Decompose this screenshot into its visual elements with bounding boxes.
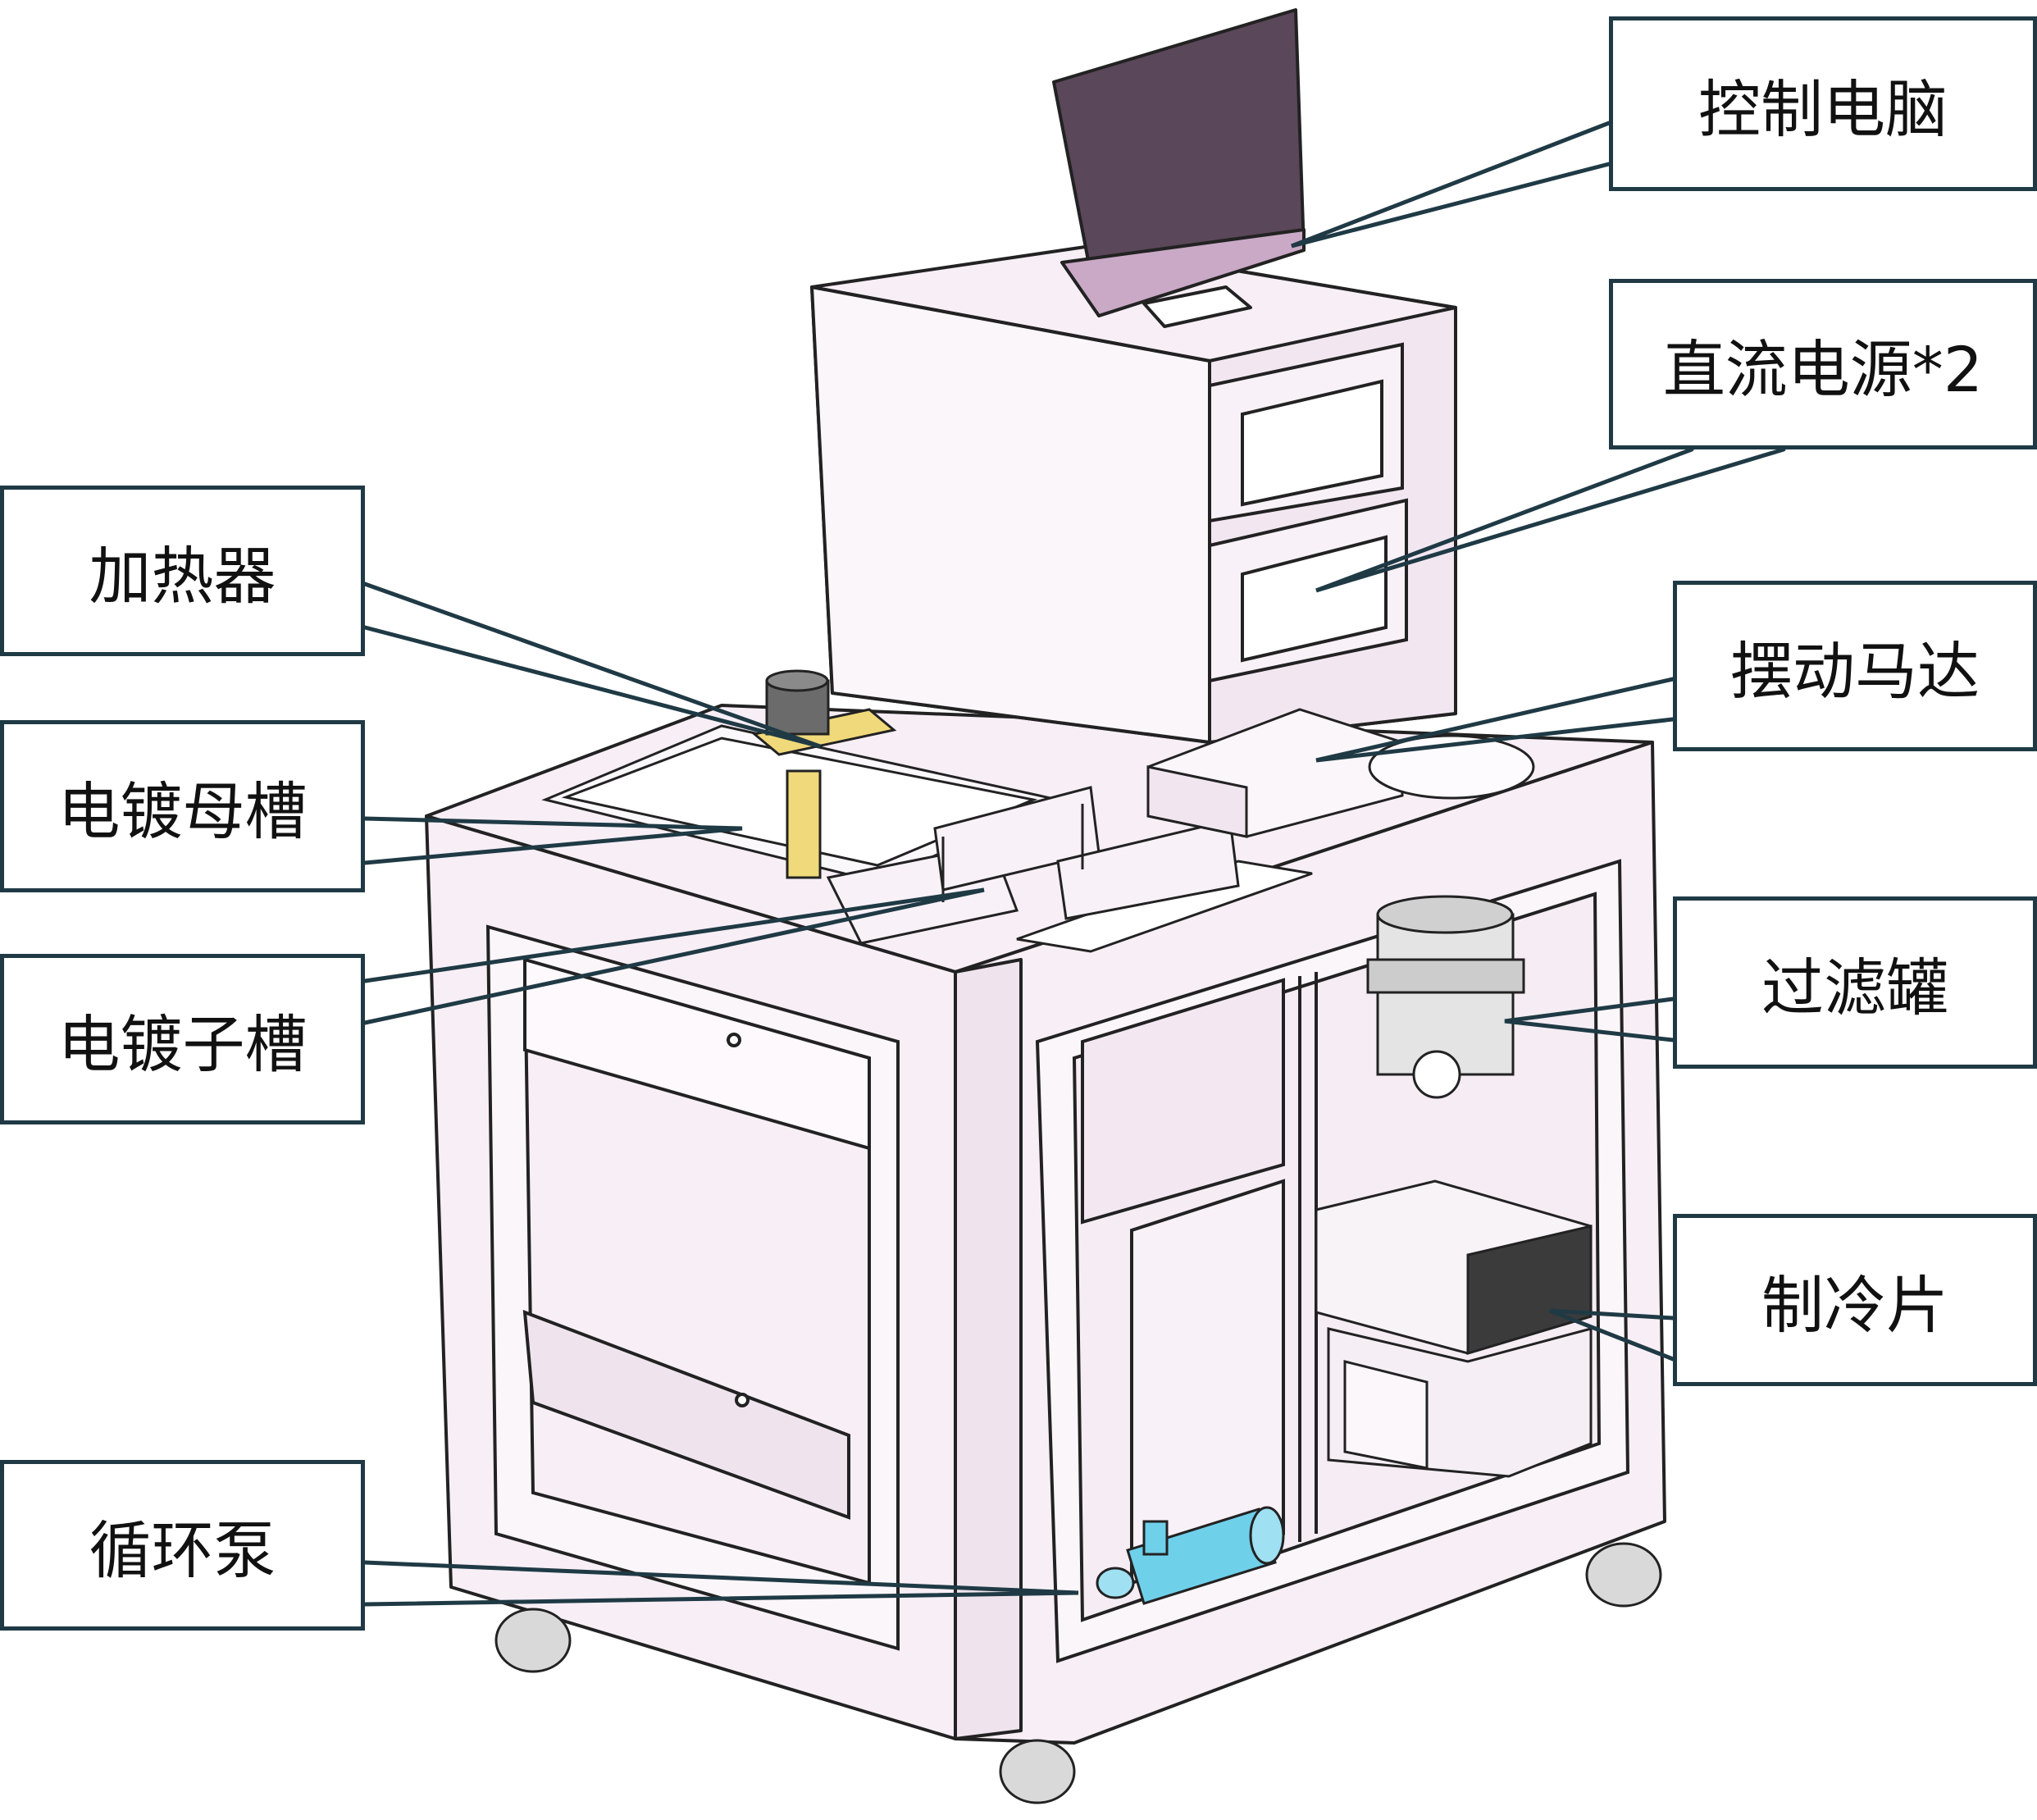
- label-sub-plating-tank-text: 电镀子槽: [57, 1008, 308, 1081]
- circulation-pump-shape: [1096, 1506, 1285, 1605]
- label-filter-tank-text: 过滤罐: [1761, 951, 1948, 1024]
- label-heater-text: 加热器: [89, 540, 276, 613]
- label-swing-motor-text: 摆动马达: [1730, 635, 1980, 708]
- leader-lines: [362, 121, 1786, 1607]
- dc-power-supply-unit-2: [1208, 498, 1408, 683]
- label-main-plating-tank-text: 电镀母槽: [57, 775, 308, 848]
- swing-motor-shape: [1146, 708, 1535, 838]
- left-face-opening: [485, 924, 900, 1651]
- label-filter-tank: 过滤罐: [1673, 896, 2037, 1069]
- cooling-plate-shape: [1315, 1179, 1593, 1478]
- casters: [494, 1542, 1662, 1804]
- label-circulation-pump: 循环泵: [0, 1460, 365, 1631]
- label-sub-plating-tank: 电镀子槽: [0, 954, 365, 1124]
- label-circulation-pump-text: 循环泵: [89, 1514, 276, 1587]
- label-cooling-plate: 制冷片: [1673, 1214, 2037, 1386]
- label-control-computer-text: 控制电脑: [1698, 72, 1948, 146]
- label-dc-power-supply-text: 直流电源*2: [1662, 333, 1984, 406]
- sub-plating-tank-shape: [826, 786, 1313, 953]
- monitor: [1052, 8, 1306, 328]
- label-swing-motor: 摆动马达: [1673, 581, 2037, 751]
- label-dc-power-supply: 直流电源*2: [1609, 279, 2037, 449]
- label-main-plating-tank: 电镀母槽: [0, 720, 365, 892]
- label-cooling-plate-text: 制冷片: [1761, 1269, 1948, 1342]
- label-control-computer: 控制电脑: [1609, 16, 2037, 191]
- label-heater: 加热器: [0, 486, 365, 656]
- filter-tank-shape: [1366, 895, 1525, 1099]
- dc-power-supply-unit-1: [1208, 342, 1404, 523]
- heater-shape: [751, 669, 897, 879]
